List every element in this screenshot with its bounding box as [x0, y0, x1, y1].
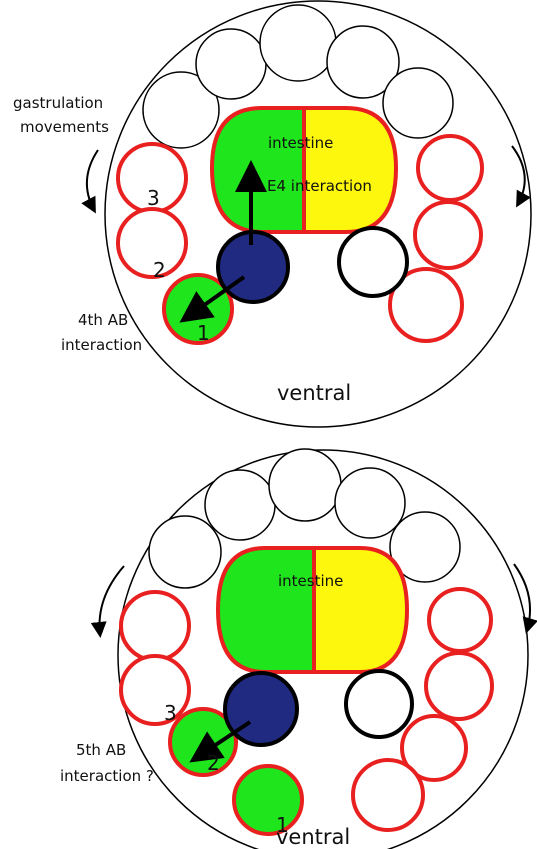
dorsal-cell — [389, 511, 461, 583]
right-cell-red — [413, 200, 483, 270]
intestine-green-cell — [215, 546, 316, 674]
bottom-panel: intestine 5th AB interaction ? ventral 3… — [60, 448, 537, 849]
cell-number-3: 3 — [164, 701, 177, 725]
dorsal-cell — [268, 448, 342, 522]
intestine-green-cell — [209, 106, 306, 234]
right-cell-red — [351, 758, 425, 832]
left-curved-arrow — [81, 149, 99, 214]
blue-cell — [223, 671, 299, 747]
dorsal-cell — [204, 469, 276, 541]
top-panel: gastrulation movements intestine E4 inte… — [13, 0, 532, 428]
e4-interaction-label: E4 interaction — [267, 177, 372, 195]
gastrulation-label-line1: gastrulation — [13, 94, 103, 112]
right-cell-red — [427, 587, 493, 653]
intestine-yellow-cell — [302, 106, 399, 234]
dorsal-cell — [142, 71, 220, 149]
dorsal-cell — [334, 467, 406, 539]
ab-cell-green-1 — [232, 764, 304, 836]
right-cell-red — [400, 714, 468, 782]
ventral-label: ventral — [276, 825, 350, 849]
cell-number-3: 3 — [147, 186, 160, 210]
intestine-label: intestine — [278, 572, 343, 590]
right-curved-arrow — [513, 563, 537, 634]
cell-number-1: 1 — [276, 813, 289, 837]
ab-interaction-arrow — [179, 275, 246, 323]
intestine-yellow-cell — [312, 546, 410, 674]
black-outline-cell — [344, 669, 414, 739]
black-outline-cell — [337, 226, 409, 298]
intestine-label: intestine — [268, 134, 333, 152]
ab-cell-red — [119, 590, 191, 662]
ab-interaction-label-line1: 4th AB — [78, 311, 128, 329]
embryo-outline — [104, 0, 532, 428]
dorsal-cell — [195, 28, 267, 100]
embryo-outline — [117, 449, 529, 849]
right-curved-arrow — [511, 145, 531, 208]
dorsal-cell — [326, 25, 400, 99]
right-cell-red — [424, 651, 494, 721]
dorsal-cell — [148, 515, 222, 589]
gastrulation-label-line2: movements — [20, 118, 109, 136]
ab-interaction-label-line1: 5th AB — [76, 741, 126, 759]
ventral-label: ventral — [277, 381, 351, 405]
cell-number-2: 2 — [153, 258, 166, 282]
dorsal-cell — [382, 67, 454, 139]
cell-number-1: 1 — [197, 321, 210, 345]
ab-interaction-arrow — [189, 720, 252, 763]
right-cell-red — [416, 134, 484, 202]
ab-cell-red — [119, 654, 191, 726]
right-cell-red — [388, 267, 464, 343]
ab-interaction-label-line2: interaction — [61, 336, 142, 354]
left-curved-arrow — [90, 565, 125, 638]
cell-number-2: 2 — [207, 751, 220, 775]
ab-cell-red — [116, 207, 188, 279]
dorsal-cell — [259, 4, 337, 82]
ab-interaction-label-line2: interaction ? — [60, 767, 154, 785]
